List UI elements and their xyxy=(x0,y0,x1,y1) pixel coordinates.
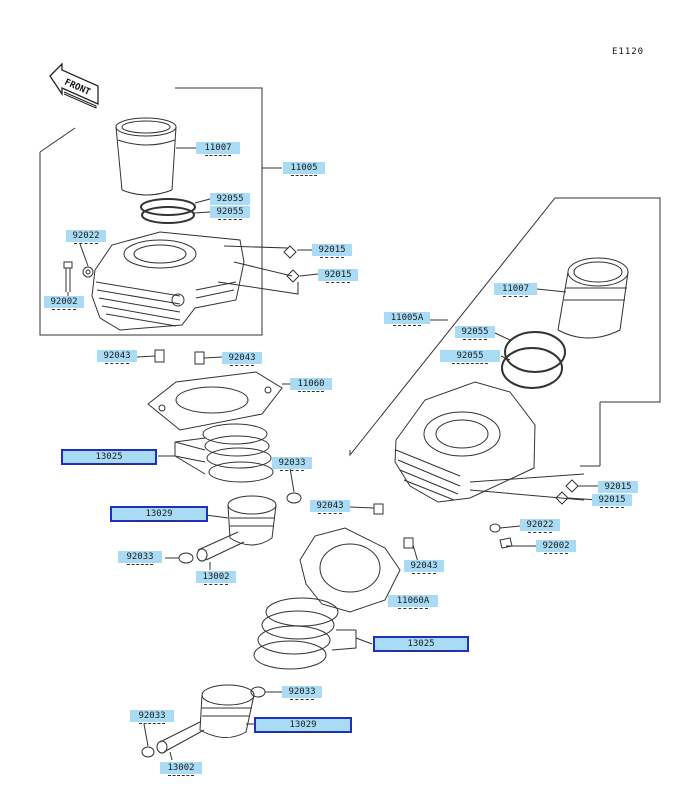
part-label-92033-front-right[interactable]: 92033 xyxy=(272,457,312,471)
part-label-92033-rear-right[interactable]: 92033 xyxy=(282,686,322,700)
part-label-92033-front-left[interactable]: 92033 xyxy=(118,551,162,565)
part-label-92015-front-b[interactable]: 92015 xyxy=(318,269,358,283)
part-label-13029-rear[interactable]: 13029 xyxy=(254,717,352,733)
rear-piston-rings xyxy=(253,597,373,670)
part-label-92055-front-b[interactable]: 92055 xyxy=(210,206,250,220)
part-label-92002-front[interactable]: 92002 xyxy=(44,296,84,310)
part-label-11007-front[interactable]: 11007 xyxy=(196,142,240,156)
rear-o-rings xyxy=(494,331,566,389)
front-washer-92022-icon xyxy=(79,243,94,278)
sheet-id: E1120 xyxy=(612,47,645,57)
part-label-13002-front[interactable]: 13002 xyxy=(196,571,236,585)
part-label-13025-rear[interactable]: 13025 xyxy=(373,636,469,652)
part-label-92015-rear-b[interactable]: 92015 xyxy=(592,494,632,508)
part-label-92043-rear-a[interactable]: 92043 xyxy=(310,500,350,514)
front-arrow-icon: FRONT xyxy=(49,62,99,109)
front-piston-pin xyxy=(196,531,245,570)
rear-circlip-left-icon xyxy=(141,723,155,758)
front-piston xyxy=(205,495,277,546)
front-circlip-left-icon xyxy=(165,552,194,564)
front-bolt-92002-icon xyxy=(63,261,73,298)
rear-bolt-92002-icon xyxy=(499,537,536,549)
rear-group-bracket xyxy=(349,197,661,457)
part-label-92015-front-a[interactable]: 92015 xyxy=(312,244,352,258)
rear-cylinder-block xyxy=(394,381,585,503)
part-label-11007-rear[interactable]: 11007 xyxy=(494,283,537,297)
part-label-13029-front[interactable]: 13029 xyxy=(110,506,208,522)
rear-piston-pin xyxy=(156,721,205,761)
front-dowel-pins xyxy=(136,349,223,365)
front-cylinder-gasket xyxy=(147,371,290,431)
part-label-11060A[interactable]: 11060A xyxy=(388,595,438,609)
part-label-92002-rear[interactable]: 92002 xyxy=(536,540,576,554)
rear-washer-92022-icon xyxy=(489,523,521,533)
part-label-92015-rear-a[interactable]: 92015 xyxy=(598,481,638,495)
part-label-92033-rear-left[interactable]: 92033 xyxy=(130,710,174,724)
front-cylinder-block xyxy=(91,231,299,331)
part-label-13025-front[interactable]: 13025 xyxy=(61,449,157,465)
part-label-92055-front-a[interactable]: 92055 xyxy=(210,193,250,207)
part-label-92022-rear[interactable]: 92022 xyxy=(520,519,560,533)
part-label-92055-rear-a[interactable]: 92055 xyxy=(455,326,495,340)
rear-piston xyxy=(199,684,256,738)
part-label-92043-front-right[interactable]: 92043 xyxy=(222,352,262,366)
front-cylinder-liner xyxy=(115,117,205,196)
front-group-bracket xyxy=(39,87,263,336)
rear-dowel-pins xyxy=(349,503,419,563)
front-o-rings xyxy=(140,198,211,224)
part-label-92022-front[interactable]: 92022 xyxy=(66,230,106,244)
part-label-92043-rear-b[interactable]: 92043 xyxy=(404,560,444,574)
part-label-11060[interactable]: 11060 xyxy=(290,378,332,392)
part-label-92055-rear-b[interactable]: 92055 xyxy=(440,350,500,364)
part-label-11005A[interactable]: 11005A xyxy=(384,312,430,326)
part-label-13002-rear[interactable]: 13002 xyxy=(160,762,202,776)
part-label-11005[interactable]: 11005 xyxy=(283,162,325,176)
part-label-92043-front-left[interactable]: 92043 xyxy=(97,350,137,364)
rear-cylinder-liner xyxy=(536,257,629,339)
front-nut-92015-icon xyxy=(283,245,319,283)
rear-circlip-right-icon xyxy=(250,686,282,698)
front-piston-rings xyxy=(158,423,274,483)
front-circlip-right-icon xyxy=(286,467,302,504)
